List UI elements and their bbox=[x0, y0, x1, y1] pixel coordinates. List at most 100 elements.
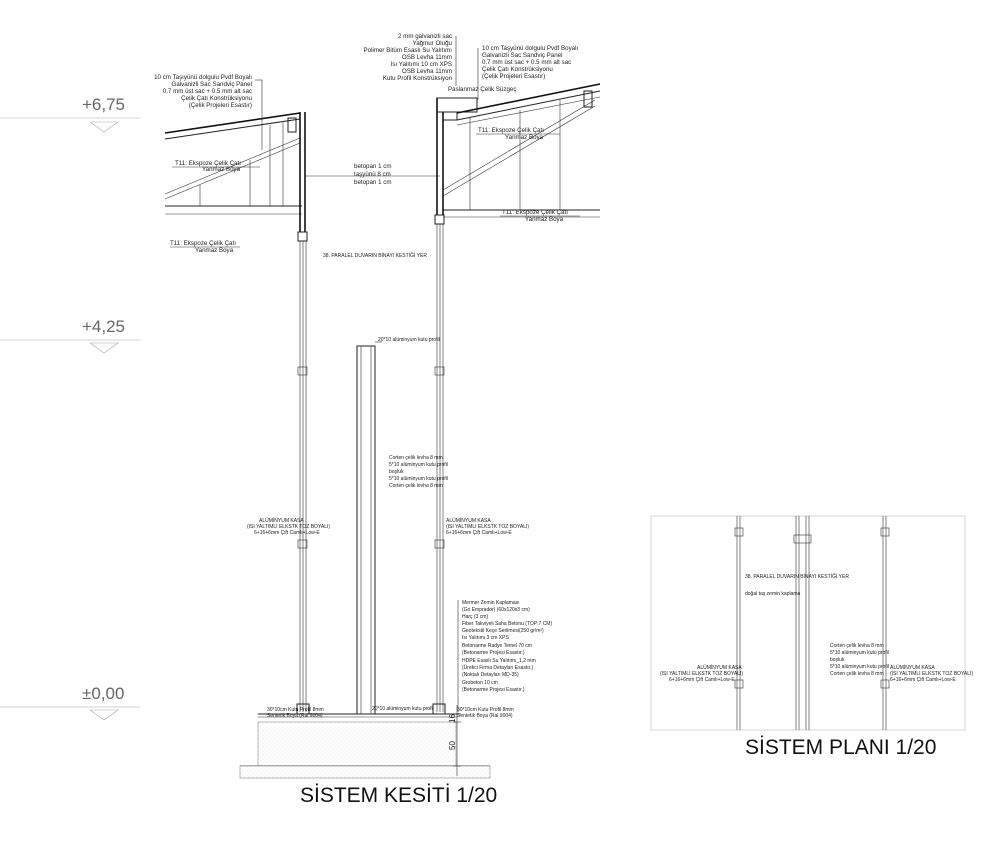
svg-text:Corten çelik levha 8 mm: Corten çelik levha 8 mm bbox=[830, 643, 884, 649]
svg-text:Çelik Çatı Konstrüksiyonu: Çelik Çatı Konstrüksiyonu bbox=[482, 66, 553, 73]
svg-text:30*10cm Kutu Profil 8mm: 30*10cm Kutu Profil 8mm bbox=[457, 707, 514, 713]
right-truss-top-label: T11: Ekspoze Çelik Çatı Yanmaz Boya bbox=[476, 127, 560, 141]
svg-text:(Çelik Projeleri Esastır): (Çelik Projeleri Esastır) bbox=[482, 73, 545, 80]
svg-text:5*10 alüminyum kutu profil: 5*10 alüminyum kutu profil bbox=[389, 476, 448, 482]
svg-text:ALÜMİNYUM KASA: ALÜMİNYUM KASA bbox=[259, 517, 304, 524]
plan-floor-label: doğal taş zemin kaplama bbox=[745, 591, 801, 597]
level-marker-top: +6,75 bbox=[0, 95, 140, 133]
svg-text:T11: Ekspoze Çelik Çatı: T11: Ekspoze Çelik Çatı bbox=[502, 209, 568, 216]
left-roof-notes: 10 cm Taşıyünü dolgulu Pvdf Boyalı Galva… bbox=[154, 74, 263, 150]
svg-text:2 mm galvanizli sac: 2 mm galvanizli sac bbox=[398, 33, 452, 40]
svg-text:boşluk: boşluk bbox=[830, 657, 845, 663]
right-roof-structure bbox=[434, 83, 601, 225]
bottom-right-profile-label: 30*10cm Kutu Profil 8mm Sentetik Boya (R… bbox=[457, 707, 514, 719]
svg-text:Yanmaz Boya: Yanmaz Boya bbox=[525, 216, 564, 223]
svg-text:Corten çelik levha 8 mm: Corten çelik levha 8 mm bbox=[389, 483, 443, 489]
svg-text:Isı Yalıtımı 3 cm XPS: Isı Yalıtımı 3 cm XPS bbox=[462, 635, 509, 641]
svg-text:Sentetik Boya (Ral 9004): Sentetik Boya (Ral 9004) bbox=[457, 713, 513, 719]
dim-50: 50 bbox=[448, 741, 457, 750]
wall-notes: betopan 1 cm taşyünü 8 cm betopan 1 cm bbox=[305, 163, 440, 186]
level-label-top: +6,75 bbox=[82, 95, 125, 114]
svg-text:Kutu Profil Konstrüksiyon: Kutu Profil Konstrüksiyon bbox=[383, 75, 453, 82]
level-label-base: ±0,00 bbox=[82, 684, 124, 703]
svg-text:Corten çelik levha 8 mm: Corten çelik levha 8 mm bbox=[830, 671, 884, 677]
gutter-notes: 2 mm galvanizli sac Yağmur Oluğu Polimer… bbox=[364, 33, 457, 86]
plan-title: SİSTEM PLANI 1/20 bbox=[745, 736, 936, 759]
section-title: SİSTEM KESİTİ 1/20 bbox=[300, 784, 497, 807]
svg-text:Çelik Çatı Konstrüksiyonu: Çelik Çatı Konstrüksiyonu bbox=[181, 95, 252, 102]
svg-text:0.7 mm üst sac + 0.5 mm alt sa: 0.7 mm üst sac + 0.5 mm alt sac bbox=[482, 59, 571, 66]
svg-text:6+16+6mm Çift Camlı+Low-E: 6+16+6mm Çift Camlı+Low-E bbox=[254, 530, 320, 536]
svg-text:T11: Ekspoze Çelik Çatı: T11: Ekspoze Çelik Çatı bbox=[170, 240, 236, 247]
plan-corten-notes: Corten çelik levha 8 mm 5*10 alüminyum k… bbox=[830, 643, 889, 677]
floor-notes: Mermer Zemin Kaplaması (Gri Emprador) (6… bbox=[457, 600, 552, 712]
svg-text:T11: Ekspoze Çelik Çatı: T11: Ekspoze Çelik Çatı bbox=[175, 160, 241, 167]
left-truss-label: T11: Ekspoze Çelik Çatı Yanmaz Boya bbox=[172, 160, 260, 173]
svg-text:ALÜMİNYUM KASA: ALÜMİNYUM KASA bbox=[697, 664, 742, 671]
plan-wall-label: 38. PARALEL DUVARIN BİNAYI KESTİĞİ YER bbox=[745, 573, 849, 580]
filter-label: Paslanmaz Çelik Süzgeç bbox=[448, 86, 516, 93]
svg-text:taşyünü 8 cm: taşyünü 8 cm bbox=[354, 171, 391, 178]
svg-text:Grobeton 10 cm: Grobeton 10 cm bbox=[462, 680, 498, 686]
svg-text:OSB Levha 11mm: OSB Levha 11mm bbox=[402, 54, 452, 61]
svg-text:HDPE Esaslı Su Yalıtımı_1,2 mm: HDPE Esaslı Su Yalıtımı_1,2 mm bbox=[462, 658, 536, 664]
svg-text:Harç (3 cm): Harç (3 cm) bbox=[462, 614, 488, 620]
svg-text:10 cm Taşyünü dolgulu Pvdf Boy: 10 cm Taşyünü dolgulu Pvdf Boyalı bbox=[482, 45, 578, 52]
svg-text:(Üretici Firma Detayları Esast: (Üretici Firma Detayları Esastır.) bbox=[462, 664, 533, 671]
bottom-center-profile-label: 20*10 alüminyum kutu profil bbox=[372, 706, 434, 712]
svg-text:Yağmur Oluğu: Yağmur Oluğu bbox=[413, 40, 453, 47]
level-marker-mid: +4,25 bbox=[0, 317, 140, 354]
profile-top-label: 20*10 alüminyum kutu profil bbox=[378, 337, 440, 343]
level-label-mid: +4,25 bbox=[82, 317, 125, 336]
right-truss-bottom-label: T11: Ekspoze Çelik Çatı Yanmaz Boya bbox=[500, 209, 580, 223]
svg-text:Geotekstil Keçe Serilmesi(250: Geotekstil Keçe Serilmesi(250 gr/m²) bbox=[462, 628, 544, 634]
parallel-wall-label: 38. PARALEL DUVARIN BİNAYI KESTİĞİ YER bbox=[323, 252, 427, 259]
svg-text:Corten çelik levha 8 mm: Corten çelik levha 8 mm bbox=[389, 455, 443, 461]
svg-text:5*10 alüminyum kutu profil: 5*10 alüminyum kutu profil bbox=[389, 462, 448, 468]
corten-notes: Corten çelik levha 8 mm 5*10 alüminyum k… bbox=[389, 455, 448, 489]
svg-text:(ISI YALTIMLI ELKSTK TOZ BOYAL: (ISI YALTIMLI ELKSTK TOZ BOYALI) bbox=[247, 524, 330, 530]
svg-text:Mermer Zemin Kaplaması: Mermer Zemin Kaplaması bbox=[462, 600, 520, 606]
svg-text:6+16+6mm Çift Camlı+Low-E: 6+16+6mm Çift Camlı+Low-E bbox=[669, 677, 735, 683]
left-lower-label: T11: Ekspoze Çelik Çatı Yanmaz Boya bbox=[170, 240, 240, 254]
svg-text:Yanmaz Boya: Yanmaz Boya bbox=[202, 166, 241, 173]
svg-text:(ISI YALTIMLI ELKSTK TOZ BOYAL: (ISI YALTIMLI ELKSTK TOZ BOYALI) bbox=[446, 524, 529, 530]
svg-text:Sentetik Boya (Ral 9004): Sentetik Boya (Ral 9004) bbox=[267, 713, 323, 719]
corten-column bbox=[356, 341, 382, 715]
svg-text:(Noktalı Detayları MD-35): (Noktalı Detayları MD-35) bbox=[462, 672, 519, 678]
svg-text:Galvanizli Sac Sandviç Panel: Galvanizli Sac Sandviç Panel bbox=[482, 52, 562, 59]
svg-text:30*10cm Kutu Profil 8mm: 30*10cm Kutu Profil 8mm bbox=[267, 707, 324, 713]
svg-text:Betonarme Radye Temel 70 cm: Betonarme Radye Temel 70 cm bbox=[462, 643, 532, 649]
right-roof-notes: 10 cm Taşyünü dolgulu Pvdf Boyalı Galvan… bbox=[477, 45, 578, 100]
svg-text:5*10 alüminyum kutu profil: 5*10 alüminyum kutu profil bbox=[830, 664, 889, 670]
plan-view bbox=[650, 515, 966, 731]
svg-text:ALÜMİNYUM KASA: ALÜMİNYUM KASA bbox=[890, 664, 935, 671]
svg-text:Fiber Takviyeli Saha Betonu (T: Fiber Takviyeli Saha Betonu (TOP:7 CM) bbox=[462, 621, 552, 627]
plan-alu-right-label: ALÜMİNYUM KASA (ISI YALTIMLI ELKSTK TOZ … bbox=[890, 664, 973, 683]
svg-text:10 cm Taşıyünü dolgulu Pvdf Bo: 10 cm Taşıyünü dolgulu Pvdf Boyalı bbox=[154, 74, 252, 81]
svg-text:Yanmaz Boya: Yanmaz Boya bbox=[195, 247, 234, 254]
svg-text:betopan 1 cm: betopan 1 cm bbox=[354, 179, 392, 186]
svg-text:(ISI YALTIMLI ELKSTK TOZ BOYAL: (ISI YALTIMLI ELKSTK TOZ BOYALI) bbox=[660, 671, 743, 677]
bottom-left-profile-label: 30*10cm Kutu Profil 8mm Sentetik Boya (R… bbox=[267, 707, 324, 719]
plan-alu-left-label: ALÜMİNYUM KASA (ISI YALTIMLI ELKSTK TOZ … bbox=[660, 664, 743, 683]
svg-text:ALÜMİNYUM KASA: ALÜMİNYUM KASA bbox=[446, 517, 491, 524]
svg-text:6+16+6mm Çift Camlı+Low-E: 6+16+6mm Çift Camlı+Low-E bbox=[890, 677, 956, 683]
svg-text:boşluk: boşluk bbox=[389, 469, 404, 475]
alu-left-label: ALÜMİNYUM KASA (ISI YALTIMLI ELKSTK TOZ … bbox=[247, 517, 330, 536]
dim-16: 16 bbox=[448, 714, 457, 723]
svg-text:(Gri Emprador) (60x120x3 cm): (Gri Emprador) (60x120x3 cm) bbox=[462, 607, 530, 613]
svg-text:0.7 mm üst sac + 0.5 mm alt sa: 0.7 mm üst sac + 0.5 mm alt sac bbox=[163, 88, 252, 95]
dimension-line: 16 50 bbox=[448, 705, 461, 776]
svg-text:Polimer Bitüm Esaslı Su Yalıtı: Polimer Bitüm Esaslı Su Yalıtımı bbox=[364, 47, 453, 54]
svg-text:Isı Yalıtımı 10 cm XPS: Isı Yalıtımı 10 cm XPS bbox=[391, 61, 452, 68]
svg-text:(Çelik Projeleri Esastır): (Çelik Projeleri Esastır) bbox=[189, 102, 252, 109]
svg-text:T11: Ekspoze Çelik Çatı: T11: Ekspoze Çelik Çatı bbox=[478, 127, 544, 134]
floor-slab bbox=[239, 713, 491, 779]
alu-right-label: ALÜMİNYUM KASA (ISI YALTIMLI ELKSTK TOZ … bbox=[446, 517, 529, 536]
svg-text:(Betonarme Projesi Esastır.): (Betonarme Projesi Esastır.) bbox=[462, 687, 525, 693]
left-roof-structure bbox=[164, 112, 308, 242]
svg-text:Yanmaz Boya: Yanmaz Boya bbox=[505, 134, 544, 141]
svg-text:Galvanizli Sac Sandviç Panel: Galvanizli Sac Sandviç Panel bbox=[172, 81, 252, 88]
